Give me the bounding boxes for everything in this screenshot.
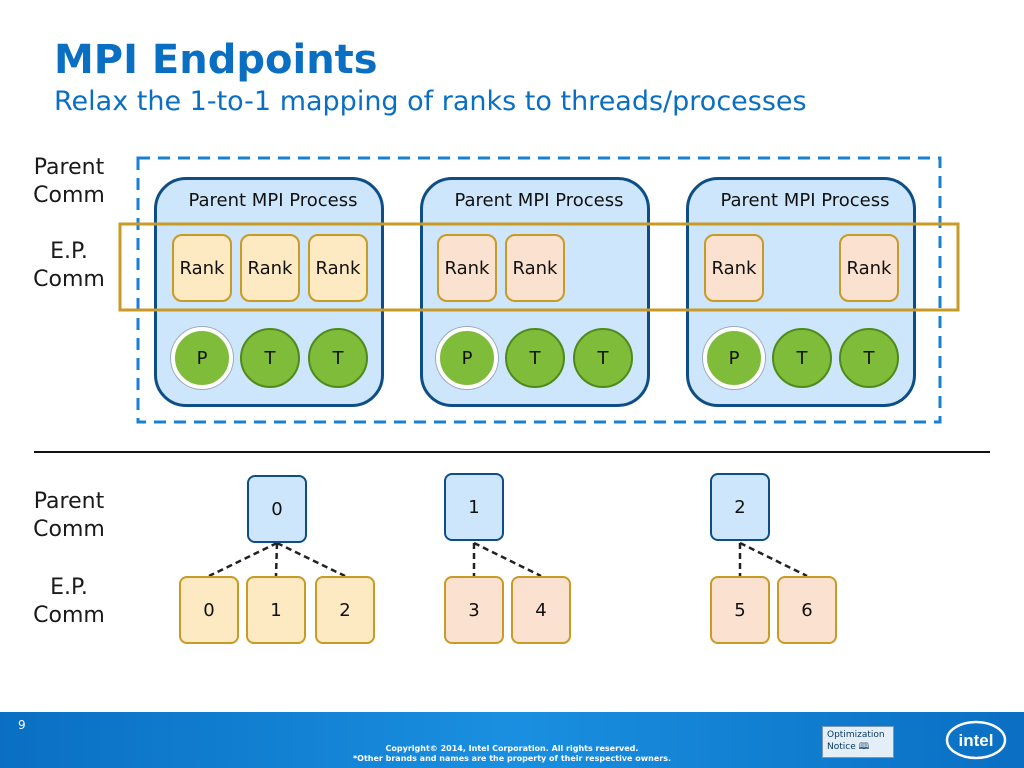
parent-rank-box: 0 <box>247 475 307 543</box>
endpoint-rank-box: 0 <box>179 576 239 644</box>
process-title: Parent MPI Process <box>188 190 358 211</box>
parent-rank-box: 1 <box>444 473 504 541</box>
ep-comm-outline <box>118 222 960 312</box>
label-line: Comm <box>33 603 105 628</box>
parent-comm-outline <box>136 156 942 424</box>
thread-t: T <box>839 328 899 388</box>
rank-box: Rank <box>505 234 565 302</box>
thread-t: T <box>772 328 832 388</box>
opt-line: Notice 🕮 <box>827 741 889 753</box>
endpoint-rank-box: 1 <box>246 576 306 644</box>
label-line: E.P. <box>50 239 88 264</box>
thread-t: T <box>505 328 565 388</box>
rank-box: Rank <box>839 234 899 302</box>
opt-line: Optimization <box>827 730 885 740</box>
slide-title: MPI Endpoints <box>54 37 378 83</box>
thread-t: T <box>240 328 300 388</box>
optimization-notice-button[interactable]: Optimization Notice 🕮 <box>822 726 894 758</box>
connector <box>274 542 279 577</box>
page-number: 9 <box>18 718 26 732</box>
endpoint-rank-box: 3 <box>444 576 504 644</box>
connector <box>473 541 542 578</box>
book-icon: 🕮 <box>858 742 870 752</box>
rank-box: Rank <box>240 234 300 302</box>
parent-comm-label-bottom: Parent Comm <box>14 488 124 544</box>
intel-logo-text: intel <box>959 731 994 750</box>
ep-comm-label-top: E.P. Comm <box>14 238 124 294</box>
copyright-line: *Other brands and names are the property… <box>352 754 672 763</box>
thread-t: T <box>573 328 633 388</box>
connector <box>208 541 278 578</box>
parent-rank-box: 2 <box>710 473 770 541</box>
rank-box: Rank <box>172 234 232 302</box>
thread-p: P <box>171 327 233 389</box>
rank-box: Rank <box>308 234 368 302</box>
thread-t: T <box>308 328 368 388</box>
process-title: Parent MPI Process <box>454 190 624 211</box>
copyright-line: Copyright© 2014, Intel Corporation. All … <box>385 744 639 753</box>
ep-comm-label-bottom: E.P. Comm <box>14 574 124 630</box>
label-line: Comm <box>33 517 105 542</box>
process-title: Parent MPI Process <box>720 190 890 211</box>
ep-comm-outline-layer <box>118 222 960 312</box>
rank-box: Rank <box>704 234 764 302</box>
thread-p: P <box>436 327 498 389</box>
connector <box>276 541 346 578</box>
label-line: Comm <box>33 267 105 292</box>
endpoint-rank-box: 6 <box>777 576 837 644</box>
copyright-text: Copyright© 2014, Intel Corporation. All … <box>0 744 1024 764</box>
thread-p: P <box>703 327 765 389</box>
bottom-connectors <box>208 541 808 578</box>
label-line: Comm <box>33 183 105 208</box>
endpoint-rank-box: 2 <box>315 576 375 644</box>
label-line: E.P. <box>50 575 88 600</box>
endpoint-rank-box: 5 <box>710 576 770 644</box>
connector <box>739 541 808 578</box>
label-line: Parent <box>33 489 105 514</box>
opt-notice-text: Notice <box>827 742 856 752</box>
label-line: Parent <box>33 155 105 180</box>
parent-comm-label-top: Parent Comm <box>14 154 124 210</box>
intel-logo-icon: intel <box>945 720 1007 760</box>
endpoint-rank-box: 4 <box>511 576 571 644</box>
slide-subtitle: Relax the 1-to-1 mapping of ranks to thr… <box>54 86 807 117</box>
rank-box: Rank <box>437 234 497 302</box>
